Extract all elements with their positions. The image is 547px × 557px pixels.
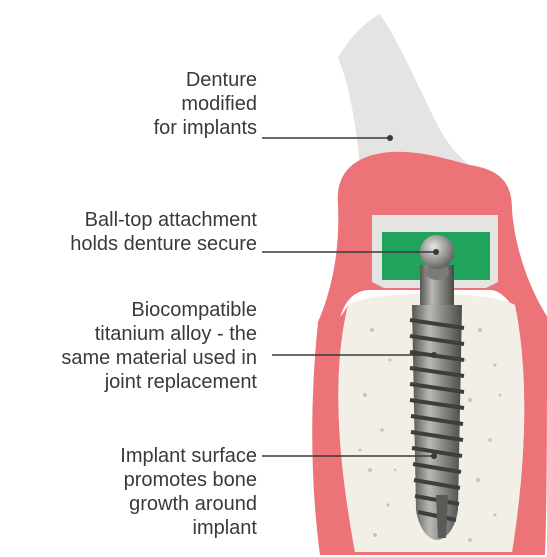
label-ball-top: Ball-top attachment holds denture secure — [17, 208, 257, 256]
label-denture-line-1: Denture — [87, 68, 257, 92]
label-surface: Implant surface promotes bone growth aro… — [57, 444, 257, 540]
label-titanium: Biocompatible titanium alloy - the same … — [0, 298, 257, 394]
label-titanium-line-2: titanium alloy - the — [0, 322, 257, 346]
label-denture: Denture modified for implants — [87, 68, 257, 140]
label-surface-line-1: Implant surface — [57, 444, 257, 468]
pointer-dot-surface — [431, 453, 437, 459]
implant-post — [410, 265, 464, 540]
label-titanium-line-3: same material used in — [0, 346, 257, 370]
label-ball-line-1: Ball-top attachment — [17, 208, 257, 232]
pointer-dot-denture — [387, 135, 393, 141]
label-denture-line-3: for implants — [87, 116, 257, 140]
label-denture-line-2: modified — [87, 92, 257, 116]
label-surface-line-3: growth around — [57, 492, 257, 516]
pointer-dot-ball — [433, 249, 439, 255]
pointer-dot-titanium — [431, 352, 437, 358]
label-surface-line-2: promotes bone — [57, 468, 257, 492]
label-surface-line-4: implant — [57, 516, 257, 540]
label-ball-line-2: holds denture secure — [17, 232, 257, 256]
label-titanium-line-1: Biocompatible — [0, 298, 257, 322]
label-titanium-line-4: joint replacement — [0, 370, 257, 394]
